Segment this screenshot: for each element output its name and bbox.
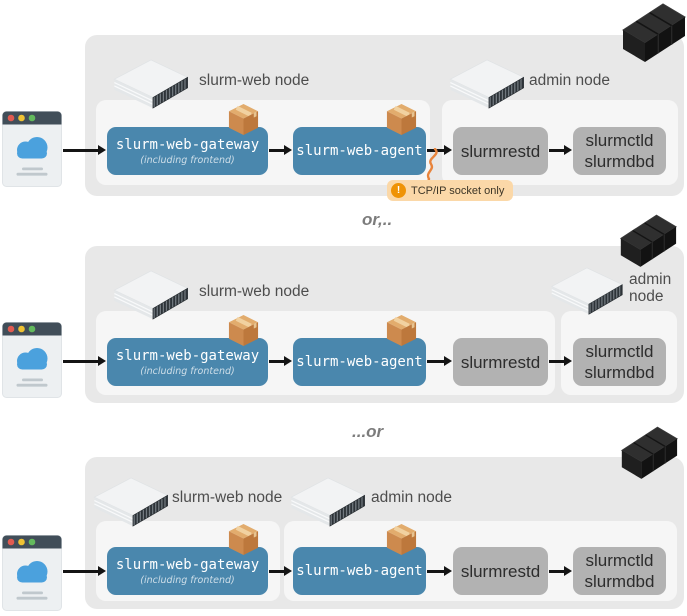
service-label: slurmdbd xyxy=(584,572,655,591)
service-label: slurm-web-gateway xyxy=(115,347,260,364)
arrow-agent-to-slurmrestd xyxy=(427,570,445,573)
arrow-slurmrestd-to-slurmctld xyxy=(549,360,565,363)
node-label-slurm-web: slurm-web node xyxy=(199,283,310,300)
service-label: slurm-web-agent xyxy=(296,143,423,159)
browser-window-icon xyxy=(2,535,62,611)
service-box-slurmrestd: slurmrestd xyxy=(453,127,548,175)
service-label: slurm-web-agent xyxy=(296,354,423,370)
node-label-slurm-web: slurm-web node xyxy=(172,489,283,506)
arrow-gateway-to-agent xyxy=(269,570,285,573)
separator-or-1: or,.. xyxy=(362,210,393,229)
arrow-gateway-to-agent xyxy=(269,149,285,152)
service-sublabel: (including frontend) xyxy=(140,574,235,586)
service-box-gateway: slurm-web-gateway (including frontend) xyxy=(107,547,268,595)
arrow-gateway-to-agent xyxy=(269,360,285,363)
package-icon xyxy=(227,314,260,347)
service-label: slurm-web-gateway xyxy=(115,556,260,573)
service-label: slurmrestd xyxy=(460,141,541,161)
service-box-gateway: slurm-web-gateway (including frontend) xyxy=(107,338,268,386)
service-label: slurmctld xyxy=(585,131,654,150)
node-label-admin: admin node xyxy=(629,271,672,305)
server-node-icon xyxy=(112,58,190,112)
server-node-icon xyxy=(92,476,170,530)
server-node-icon xyxy=(549,266,625,318)
service-label: slurmdbd xyxy=(584,152,655,171)
service-label: slurm-web-agent xyxy=(296,563,423,579)
server-node-icon xyxy=(448,58,526,112)
service-box-agent: slurm-web-agent xyxy=(293,547,426,595)
callout-text: TCP/IP socket only xyxy=(411,184,505,197)
package-icon xyxy=(385,314,418,347)
browser-window-icon xyxy=(2,111,62,187)
arrow-slurmrestd-to-slurmctld xyxy=(549,570,565,573)
separator-or-2: ...or xyxy=(352,422,384,441)
node-label-admin: admin node xyxy=(529,72,611,89)
service-box-slurmctld-slurmdbd: slurmctld slurmdbd xyxy=(573,338,666,386)
service-box-slurmrestd: slurmrestd xyxy=(453,338,548,386)
arrow-browser-to-gateway xyxy=(63,149,99,152)
package-icon xyxy=(385,103,418,136)
service-sublabel: (including frontend) xyxy=(140,365,235,377)
arrow-agent-to-slurmrestd xyxy=(427,360,445,363)
service-box-slurmrestd: slurmrestd xyxy=(453,547,548,595)
service-box-slurmctld-slurmdbd: slurmctld slurmdbd xyxy=(573,547,666,595)
service-label: slurmrestd xyxy=(460,352,541,372)
arrow-browser-to-gateway xyxy=(63,570,99,573)
browser-window-icon xyxy=(2,322,62,398)
node-label-slurm-web: slurm-web node xyxy=(199,72,310,89)
service-box-gateway: slurm-web-gateway (including frontend) xyxy=(107,127,268,175)
server-node-icon xyxy=(289,476,367,530)
service-sublabel: (including frontend) xyxy=(140,154,235,166)
rack-cabinet-icon xyxy=(612,1,686,65)
tcp-socket-callout: ! TCP/IP socket only xyxy=(387,180,514,201)
rack-cabinet-icon xyxy=(611,212,677,270)
rack-cabinet-icon xyxy=(612,424,678,482)
service-label: slurmctld xyxy=(585,342,654,361)
package-icon xyxy=(385,523,418,556)
service-label: slurmdbd xyxy=(584,363,655,382)
warning-icon: ! xyxy=(391,183,406,198)
service-label: slurmctld xyxy=(585,551,654,570)
service-label: slurmrestd xyxy=(460,561,541,581)
service-box-agent: slurm-web-agent xyxy=(293,338,426,386)
server-node-icon xyxy=(112,269,190,323)
socket-squiggle-connector xyxy=(426,148,438,184)
service-box-agent: slurm-web-agent xyxy=(293,127,426,175)
node-label-admin: admin node xyxy=(371,489,453,506)
service-label: slurm-web-gateway xyxy=(115,136,260,153)
package-icon xyxy=(227,523,260,556)
package-icon xyxy=(227,103,260,136)
arrow-browser-to-gateway xyxy=(63,360,99,363)
arrow-slurmrestd-to-slurmctld xyxy=(549,149,565,152)
service-box-slurmctld-slurmdbd: slurmctld slurmdbd xyxy=(573,127,666,175)
